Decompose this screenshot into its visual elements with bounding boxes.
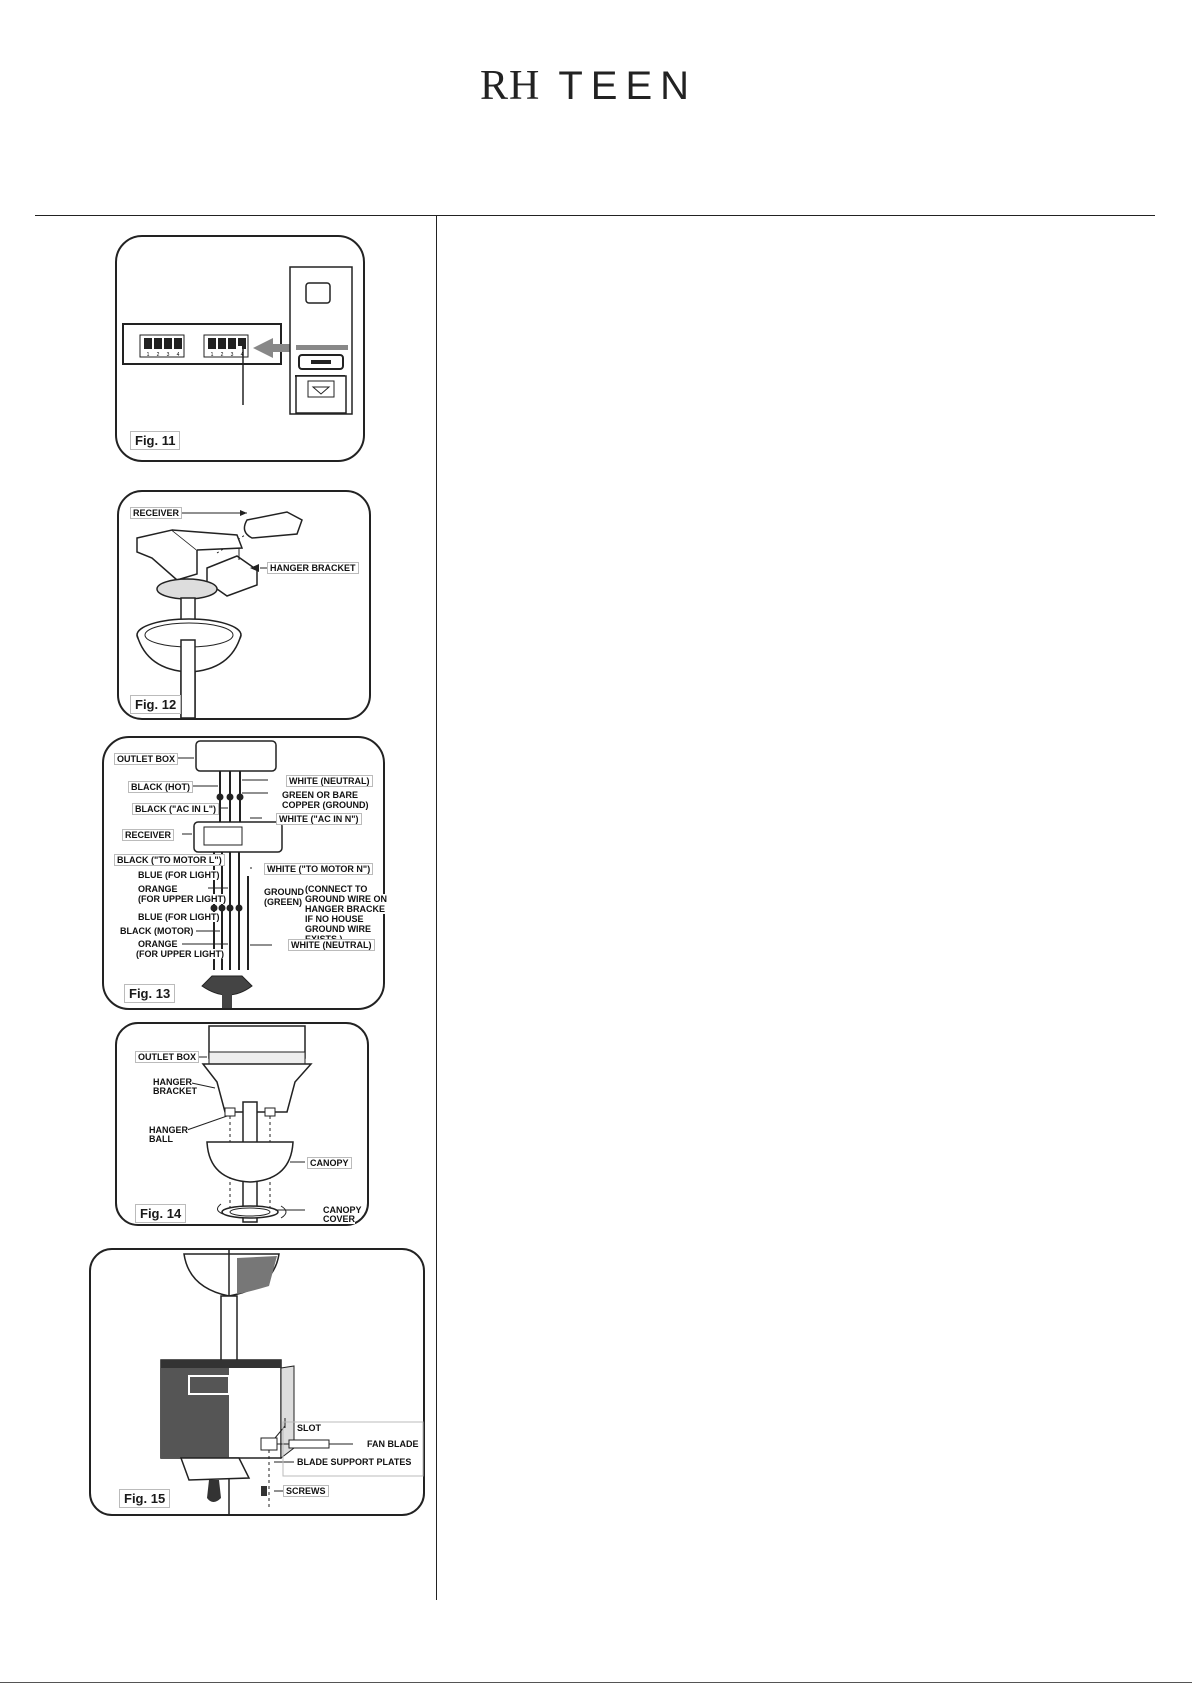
fig13-connect-note-4: GROUND WIRE [305,924,371,934]
column-divider [436,215,437,1600]
fig15-fan-blade-label: FAN BLADE [367,1439,419,1449]
fig13-ground-label: GROUND [264,887,304,897]
fig13-black-hot-label: BLACK (HOT) [128,781,193,793]
dip-number-dip_a-2: 3 [167,352,170,358]
fig14-bracket-label: BRACKET [153,1086,197,1096]
fig13-caption: Fig. 13 [124,984,176,1003]
fig11-drawing: 1 2 3 4 1 2 3 4 [115,235,365,462]
fig11-caption: Fig. 11 [130,431,181,450]
header-divider [35,215,1155,216]
fig13-connect-note-1: GROUND WIRE ON [305,894,387,904]
fig14-hanger2-label: HANGER [149,1125,189,1135]
fig13-white-neutral-1-label: WHITE (NEUTRAL) [286,775,373,787]
fig13-white-neutral-2-label: WHITE (NEUTRAL) [288,939,375,951]
brand-teen: TEEN [558,64,698,108]
dip-number-dip_a-1: 2 [157,352,160,358]
fig13-black-to-motor-l-label: BLACK ("TO MOTOR L") [114,854,225,866]
fig13-orange-2-label: ORANGE [138,939,178,949]
fig13-drawing [102,736,385,1010]
fig13-connect-note-0: (CONNECT TO [305,884,368,894]
fig13-connect-note-2: HANGER BRACKE [305,904,386,914]
fig13-orange-1-label: ORANGE [138,884,178,894]
fig13-white-ac-in-n-label: WHITE ("AC IN N") [276,813,362,825]
fig13-connect-note-3: IF NO HOUSE [305,914,364,924]
figure-14: OUTLET BOX HANGER BRACKET HANGER BALL CA… [115,1022,369,1226]
figure-12: RECEIVER HANGER BRACKET Fig. 12 [117,490,371,720]
fig13-copper-ground-label: COPPER (GROUND) [282,800,369,810]
fig12-drawing [117,490,371,720]
figure-11: 1 2 3 4 1 2 3 4 Fig. 11 [115,235,365,462]
fig13-black-motor-label: BLACK (MOTOR) [120,926,194,936]
fig14-hanger-label: HANGER [153,1077,193,1087]
fig15-screws-label: SCREWS [283,1485,329,1497]
fig14-canopy-label: CANOPY [307,1157,352,1169]
fig13-white-to-motor-n-label: WHITE ("TO MOTOR N") [264,863,374,875]
brand-logo: RH TEEN [480,62,697,112]
fig14-drawing [115,1022,369,1226]
fig13-green-or-bare-label: GREEN OR BARE [282,790,359,800]
fig12-hanger-bracket-label: HANGER BRACKET [267,562,359,574]
fig13-outlet-box-label: OUTLET BOX [114,753,178,765]
figure-15: SLOT FAN BLADE BLADE SUPPORT PLATES SCRE… [89,1248,425,1516]
fig13-blue-light-1-label: BLUE (FOR LIGHT) [138,870,220,880]
brand-rh: RH [480,63,541,109]
fig14-outlet-box-label: OUTLET BOX [135,1051,199,1063]
fig15-drawing [89,1248,425,1516]
fig13-blue-light-2-label: BLUE (FOR LIGHT) [138,912,220,922]
fig14-caption: Fig. 14 [135,1204,187,1223]
fig13-black-ac-in-l-label: BLACK ("AC IN L") [132,803,220,815]
dip-number-dip_a-0: 1 [147,352,150,358]
fig14-canopy2-label: CANOPY [323,1205,362,1215]
dip-number-dip_a-3: 4 [177,352,180,358]
fig13-upper-light-2-label: (FOR UPPER LIGHT) [136,949,224,959]
fig12-receiver-label: RECEIVER [130,507,183,519]
footer-divider [0,1682,1192,1683]
dip-number-dip_b-0: 1 [211,352,214,358]
fig13-green-label: (GREEN) [264,897,302,907]
fig14-cover-label: COVER [323,1214,356,1224]
dip-number-dip_b-3: 4 [241,352,244,358]
dip-number-dip_b-1: 2 [221,352,224,358]
fig13-upper-light-1-label: (FOR UPPER LIGHT) [138,894,226,904]
fig15-blade-support-plates-label: BLADE SUPPORT PLATES [297,1457,412,1467]
fig12-caption: Fig. 12 [130,695,182,714]
dip-number-dip_b-2: 3 [231,352,234,358]
fig13-receiver-label: RECEIVER [122,829,175,841]
figure-13: OUTLET BOX BLACK (HOT) BLACK ("AC IN L")… [102,736,387,1010]
fig14-ball-label: BALL [149,1134,173,1144]
fig15-caption: Fig. 15 [119,1489,171,1508]
fig15-slot-label: SLOT [297,1423,321,1433]
